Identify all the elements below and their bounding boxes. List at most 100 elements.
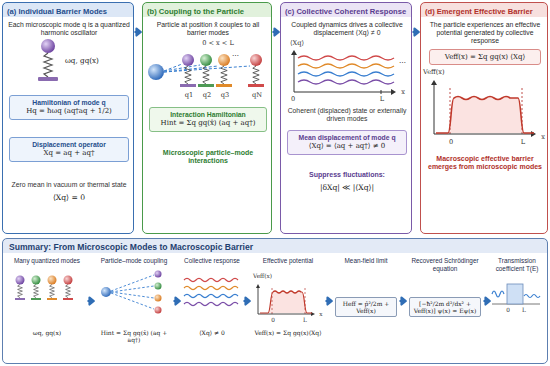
spring <box>221 66 227 84</box>
text-slot: Recovered Schrödinger equation <box>407 257 483 272</box>
text-slot: Zero mean in vacuum or thermal state <box>7 181 131 189</box>
mode-ball <box>32 276 41 285</box>
formula: Hint = Σq gq(x̂) (aq + aq†) <box>154 119 262 127</box>
mode-ball <box>16 276 25 285</box>
axis-arrowhead <box>391 89 396 95</box>
summary-step: Effective potentialVeff(x)0LxVeff(x) = Σ… <box>251 257 325 361</box>
text-slot: Mean-field limit <box>333 257 399 265</box>
equation-box: Hamiltonian of mode qHq = ħωq (aq†aq + 1… <box>9 95 129 120</box>
step-heading: Many quantized modes <box>7 257 87 265</box>
text-slot: [−ħ²/2m d²/dx² + Veff(x)] ψ(x) = Eψ(x) <box>409 297 481 317</box>
spring <box>66 285 71 298</box>
wave <box>298 80 394 84</box>
coupling-lines <box>111 275 154 309</box>
text-slot: Hint = Σq gq(x̂) (aq + aq†) <box>95 329 173 343</box>
panel-title: (c) Collective Coherent Response <box>285 7 409 16</box>
axis-line <box>434 83 435 134</box>
panel-description: Each microscopic mode q is a quantized h… <box>7 21 131 37</box>
equation-box: Mean displacement of mode q⟨Xq⟩ = ⟨aq + … <box>287 130 407 155</box>
spring-base <box>180 84 196 87</box>
header-band <box>3 3 133 17</box>
axis-line <box>294 52 295 92</box>
wave <box>298 56 394 60</box>
formula-box: [−ħ²/2m d²/dx² + Veff(x)] ψ(x) = Eψ(x) <box>409 297 481 317</box>
spring-base <box>198 84 214 87</box>
text-slot: L <box>301 317 309 324</box>
spring-base <box>15 298 25 300</box>
step-heading: Recovered Schrödinger equation <box>407 257 483 272</box>
spring <box>18 285 23 298</box>
equation-box: Veff(x) = Σq gq(x) ⟨Xq⟩ <box>429 49 541 65</box>
text-slot: (a) Individual Barrier Modes <box>7 7 131 16</box>
axis-line <box>434 134 533 135</box>
formula: ωq, gq(x) <box>65 57 129 66</box>
text-slot: ⋯ <box>227 53 243 61</box>
text-slot: ⟨Xq⟩ <box>283 40 311 48</box>
transmitted-wave <box>524 295 540 298</box>
mode-ball <box>48 276 57 285</box>
formula: Veff(x) = Σq gq(x) ⟨Xq⟩ <box>434 53 536 61</box>
text-slot: 0 < x < L <box>173 40 263 48</box>
flow-arrow <box>413 29 419 36</box>
axis-label: q1 <box>183 92 195 100</box>
coupling-line <box>111 275 154 291</box>
header-band <box>3 239 547 253</box>
barrier-block <box>507 284 523 304</box>
panel-description: The particle experiences an effective po… <box>425 21 545 45</box>
box-heading: Displacement operator <box>14 141 124 149</box>
mode-waves <box>298 56 394 84</box>
spring-base <box>31 298 41 300</box>
flow-arrow <box>484 298 490 305</box>
box-heading: Interaction Hamiltonian <box>154 111 262 119</box>
axis-label: L <box>520 307 528 314</box>
text-slot: L <box>377 96 387 104</box>
wave <box>184 279 238 282</box>
note: Coherent (displaced) state or externally… <box>285 107 409 123</box>
text-slot: |δXq| ≪ |⟨Xq⟩| <box>285 183 409 192</box>
spring <box>185 66 191 84</box>
text-slot: Summary: From Microscopic Modes to Macro… <box>9 242 429 252</box>
panel-description: Particle at position x̂ couples to all b… <box>147 21 269 37</box>
text-slot: Transmission coefficient T(E) <box>491 257 543 272</box>
text-slot: q3 <box>219 92 231 100</box>
panel-title: (b) Coupling to the Particle <box>147 7 269 16</box>
axis-label: 0 <box>269 317 277 324</box>
particle <box>101 287 111 297</box>
panel-title: (a) Individual Barrier Modes <box>7 7 131 16</box>
flow-arrow <box>400 298 406 305</box>
text-slot: Heff = p̂²/2m + Veff(x) <box>335 297 397 317</box>
note: Zero mean in vacuum or thermal state <box>7 181 131 189</box>
axis-label: x <box>398 89 408 97</box>
coupling-line <box>111 286 154 292</box>
text-slot: Effective potential <box>251 257 325 265</box>
text-slot: Veff(x) = Σq gq(x)⟨Xq⟩ <box>251 329 325 336</box>
header-band <box>281 3 411 17</box>
axis-label: 0 <box>289 96 297 104</box>
flow-arrow <box>88 298 94 305</box>
text-slot: ⟨Xq⟩ = 0 <box>7 193 131 202</box>
axis-arrowhead <box>256 284 260 288</box>
barrier-fill <box>260 291 312 313</box>
text-slot: Microscopic particle–mode interactions <box>147 149 269 166</box>
spring <box>50 285 55 298</box>
text-slot: x <box>539 134 547 142</box>
barrier-curve <box>436 97 534 134</box>
mode-waves <box>184 279 238 306</box>
text-slot: ⟨Xq⟩ ≠ 0 <box>181 329 243 336</box>
text-slot: Particle at position x̂ couples to all b… <box>147 21 269 37</box>
axis-label: L <box>519 139 527 147</box>
axis-label: 0 <box>447 139 455 147</box>
mode-ball <box>64 276 73 285</box>
text-slot: Each microscopic mode q is a quantized h… <box>7 21 131 37</box>
text-slot: Particle–mode coupling <box>95 257 173 265</box>
text-slot: The particle experiences an effective po… <box>425 21 545 45</box>
summary-title: Summary: From Microscopic Modes to Macro… <box>9 242 429 252</box>
text-slot: Coherent (displaced) state or externally… <box>285 107 409 123</box>
text-slot: 0 <box>289 96 297 104</box>
equation-box: Interaction HamiltonianHint = Σq gq(x̂) … <box>149 107 267 132</box>
axis-line <box>258 287 259 314</box>
barrier-fill <box>436 97 534 134</box>
spring <box>253 66 259 84</box>
wave <box>184 295 238 298</box>
particle <box>148 64 164 80</box>
